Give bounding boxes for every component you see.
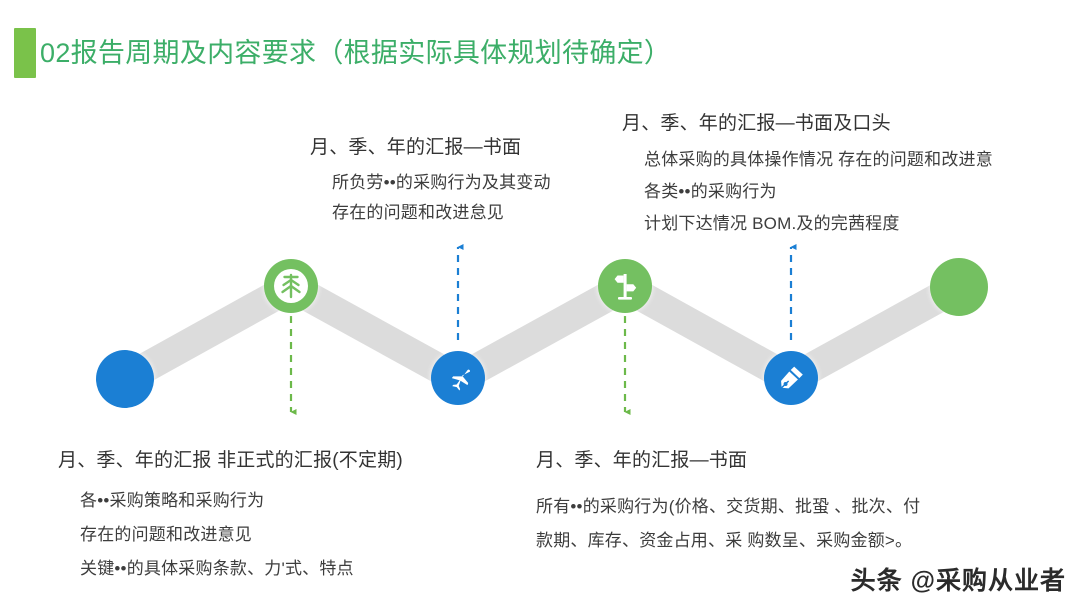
airplane-icon: [451, 369, 471, 391]
text-block-bottom-left: 月、季、年的汇报 非正式的汇报(不定期) 各••采购策略和采购行为 存在的问题和…: [58, 445, 403, 586]
bottom-left-line-3: 关键••的具体采购条款、力'式、特点: [80, 559, 354, 578]
tree-icon: [274, 269, 308, 303]
bottom-left-line-2: 存在的问题和改进意见: [80, 525, 252, 544]
end-node[interactable]: [930, 258, 988, 316]
page-title: 02报告周期及内容要求（根据实际具体规划待确定）: [40, 38, 672, 68]
signpost-node[interactable]: [598, 259, 652, 313]
fountain-pen-icon: [780, 366, 803, 389]
signpost-icon: [614, 274, 637, 300]
bottom-left-heading: 月、季、年的汇报 非正式的汇报(不定期): [58, 450, 403, 471]
top-left-heading: 月、季、年的汇报—书面: [310, 137, 522, 158]
top-right-heading: 月、季、年的汇报—书面及口头: [622, 113, 891, 134]
top-right-line-3: 计划下达情况 BOM.及的完茜程度: [644, 214, 900, 233]
top-left-line-1: 所负劳••的采购行为及其变动: [332, 173, 551, 192]
plane-node[interactable]: [431, 351, 485, 405]
text-block-top-right: 月、季、年的汇报—书面及口头 总体采购的具体操作情况 存在的问题和改进意 各类•…: [622, 108, 993, 240]
start-node[interactable]: [96, 350, 154, 408]
tree-node[interactable]: [264, 259, 318, 313]
slide-title-bar: 02报告周期及内容要求（根据实际具体规划待确定）: [0, 24, 1080, 82]
title-accent-bar: [14, 28, 36, 78]
pen-node[interactable]: [764, 351, 818, 405]
top-right-line-1: 总体采购的具体操作情况 存在的问题和改进意: [644, 150, 993, 169]
bottom-right-line-1: 所有••的采购行为(价格、交货期、批蛩 、批次、付: [536, 497, 921, 516]
bottom-left-line-1: 各••采购策略和采购行为: [80, 491, 265, 510]
bottom-divider: [0, 604, 1080, 607]
bottom-right-heading: 月、季、年的汇报—书面: [536, 450, 748, 471]
bottom-right-line-2: 款期、库存、资金占用、采 购数呈、采购金额>。: [536, 531, 913, 550]
top-divider: [0, 0, 1080, 3]
top-right-line-2: 各类••的采购行为: [644, 182, 777, 201]
top-left-line-2: 存在的问题和改进怠见: [332, 203, 504, 222]
watermark: 头条 @采购从业者: [850, 567, 1066, 595]
text-block-top-left: 月、季、年的汇报—书面 所负劳••的采购行为及其变动 存在的问题和改进怠见: [310, 132, 551, 228]
text-block-bottom-right: 月、季、年的汇报—书面 所有••的采购行为(价格、交货期、批蛩 、批次、付 款期…: [536, 445, 920, 558]
